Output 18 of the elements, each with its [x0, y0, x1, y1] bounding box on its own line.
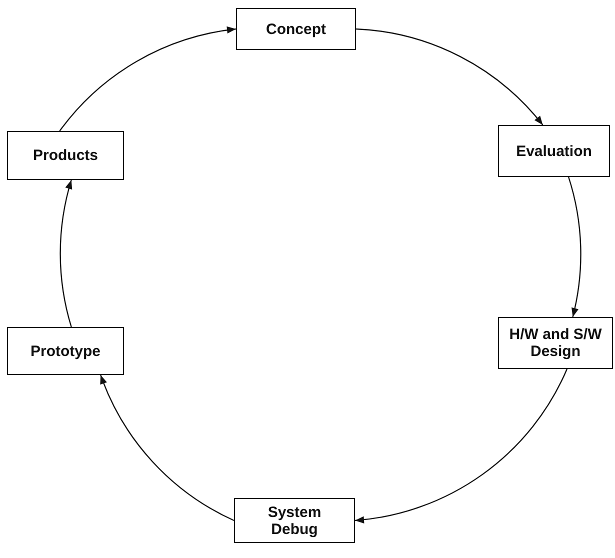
box-label: Products — [32, 147, 98, 164]
arrow — [354, 368, 568, 523]
process-box — [7, 131, 124, 180]
box-label: Prototype — [30, 342, 100, 360]
process-box — [498, 317, 613, 369]
box-label: H/W and S/W Design — [508, 326, 603, 360]
arrow — [100, 374, 234, 522]
process-box — [7, 327, 124, 375]
box-label: Concept — [266, 20, 326, 38]
arrow — [356, 28, 544, 126]
box-label: Evaluation — [516, 142, 592, 160]
arrow — [568, 176, 582, 318]
process-box — [234, 498, 355, 543]
arrow — [59, 26, 236, 132]
process-box — [498, 125, 610, 177]
box-label: System Debug — [266, 504, 322, 538]
arrow — [60, 180, 73, 328]
process-box — [236, 8, 356, 50]
